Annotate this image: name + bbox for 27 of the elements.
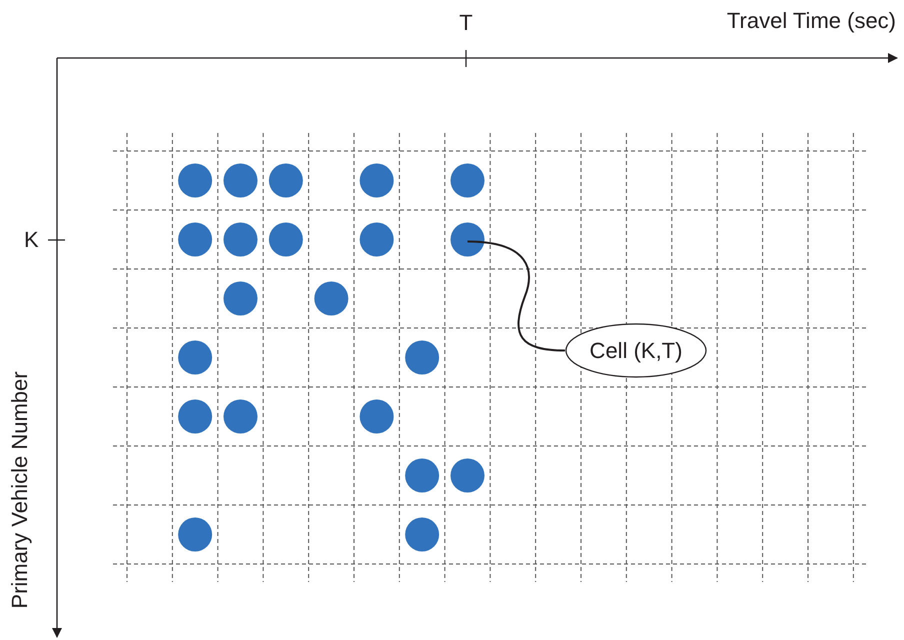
data-dot bbox=[450, 458, 484, 492]
data-dot bbox=[178, 340, 212, 374]
data-dot bbox=[178, 518, 212, 552]
data-dot bbox=[268, 164, 303, 198]
axis-title: Travel Time (sec) bbox=[726, 10, 896, 32]
data-dot bbox=[360, 222, 394, 256]
data-dot bbox=[405, 518, 440, 552]
data-dot bbox=[360, 164, 394, 198]
axis-tick-label: K bbox=[24, 229, 39, 251]
axis-title: Primary Vehicle Number bbox=[9, 371, 31, 609]
data-dot bbox=[360, 400, 394, 434]
leader-line bbox=[467, 240, 566, 352]
data-dot bbox=[178, 400, 212, 434]
data-dot bbox=[224, 282, 258, 316]
data-dot bbox=[450, 222, 484, 256]
data-dot bbox=[224, 164, 258, 198]
data-dot bbox=[268, 222, 303, 256]
data-dot bbox=[178, 222, 212, 256]
data-dot bbox=[178, 164, 212, 198]
data-dot bbox=[405, 340, 440, 374]
data-dot bbox=[224, 222, 258, 256]
data-dot bbox=[224, 400, 258, 434]
data-dot bbox=[450, 164, 484, 198]
data-dot bbox=[314, 282, 348, 316]
callout-text: Cell (K,T) bbox=[590, 340, 682, 362]
data-dot bbox=[405, 458, 440, 492]
axis-tick-label: T bbox=[459, 12, 473, 34]
